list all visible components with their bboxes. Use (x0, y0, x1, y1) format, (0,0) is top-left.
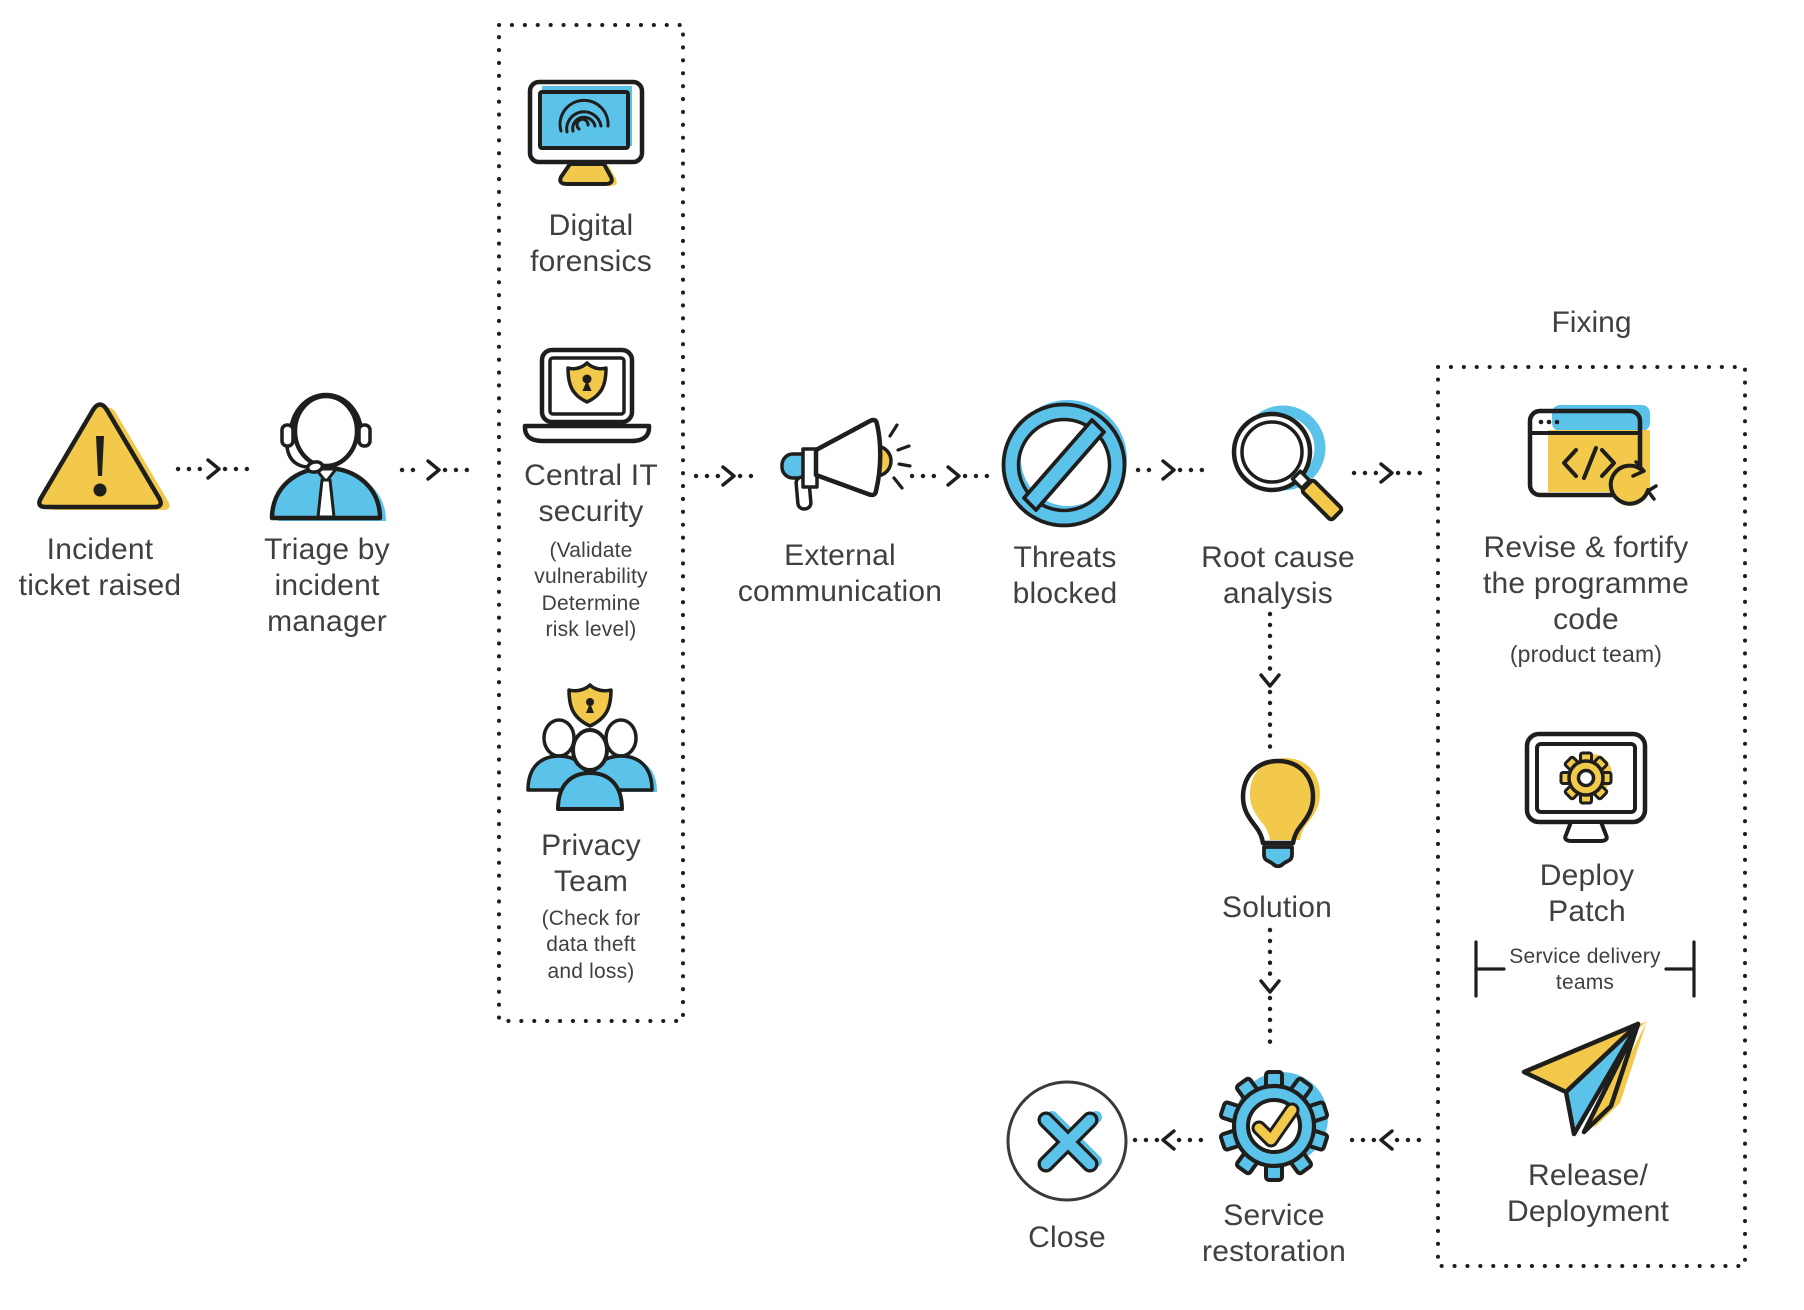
threats-blocked-icon (1001, 400, 1127, 528)
investigation-group-box (497, 23, 685, 1023)
revise-code-icon (1527, 405, 1658, 506)
incident-manager-icon (269, 392, 386, 521)
arrow-rootcause-to-solution (1259, 611, 1281, 755)
fixing-box-title: Fixing (1551, 306, 1632, 339)
forensics-label: Digital forensics (530, 209, 652, 278)
solution-bulb-icon (1240, 758, 1320, 869)
privacy-team-icon (526, 683, 657, 811)
arrow-restoration-to-close (1132, 1129, 1204, 1151)
deploy-patch-icon (1524, 731, 1648, 843)
service-delivery-label: Service delivery teams (1509, 945, 1661, 995)
root-cause-label: Root cause analysis (1201, 541, 1355, 610)
close-icon (1006, 1080, 1128, 1202)
deploy-label: Deploy Patch (1539, 859, 1635, 928)
privacy-note: (Check for data theft and loss) (541, 907, 641, 983)
arrow-incident-to-triage (175, 458, 255, 480)
arrow-fixing-to-restoration (1349, 1129, 1423, 1151)
release-deployment-icon (1521, 1021, 1647, 1137)
central-it-security-icon (522, 347, 652, 444)
service-delivery-bracket (1474, 940, 1696, 998)
solution-label: Solution (1221, 891, 1332, 924)
fixing-group-box (1436, 365, 1747, 1268)
arrow-triage-to-investigation (399, 459, 473, 481)
threats-label: Threats blocked (1012, 541, 1118, 610)
arrow-investigation-to-external (693, 465, 763, 487)
root-cause-analysis-icon (1231, 405, 1344, 522)
central-it-note: (Validate vulnerability Determine risk l… (534, 539, 648, 642)
external-communication-icon (780, 417, 912, 511)
arrow-rootcause-to-fixing (1351, 462, 1425, 484)
central-it-label: Central IT security (524, 459, 658, 528)
restoration-label: Service restoration (1202, 1199, 1346, 1268)
external-label: External communication (737, 539, 943, 608)
revise-label: Revise & fortify the programme code (1482, 531, 1690, 636)
arrow-external-to-threats (909, 465, 995, 487)
arrow-solution-to-restoration (1259, 927, 1281, 1051)
release-label: Release/ Deployment (1506, 1159, 1670, 1228)
digital-forensics-icon (527, 79, 645, 186)
close-label: Close (1028, 1221, 1106, 1254)
privacy-label: Privacy Team (541, 829, 641, 898)
service-restoration-icon (1218, 1070, 1330, 1182)
arrow-threats-to-rootcause (1135, 459, 1205, 481)
warning-triangle-icon (37, 402, 170, 510)
incident-label: Incident ticket raised (18, 533, 182, 602)
revise-note: (product team) (1509, 641, 1663, 667)
triage-label: Triage by incident manager (264, 533, 390, 638)
